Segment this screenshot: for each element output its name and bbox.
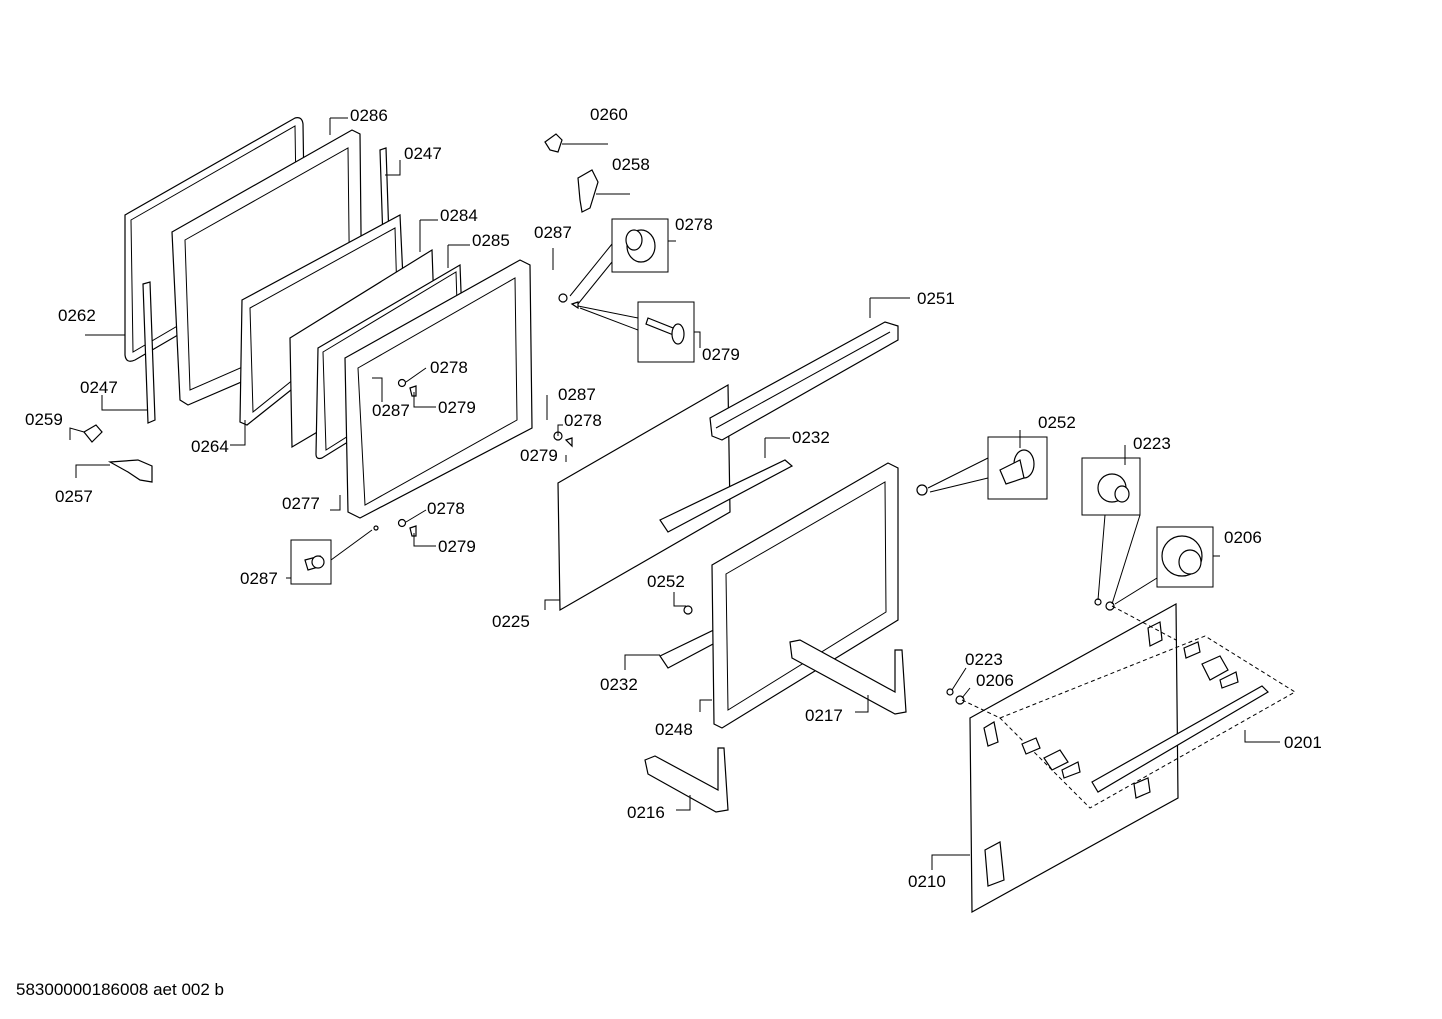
- label-0286: 0286: [350, 106, 388, 125]
- label-0260: 0260: [590, 105, 628, 124]
- label-0287-d: 0287: [558, 385, 596, 404]
- label-0247-top: 0247: [404, 144, 442, 163]
- door-panel-0277: [344, 259, 533, 519]
- bracket-0258: [577, 169, 599, 213]
- label-0257: 0257: [55, 487, 93, 506]
- label-0259: 0259: [25, 410, 63, 429]
- label-0206-knob: 0206: [1224, 528, 1262, 547]
- label-0264: 0264: [191, 437, 229, 456]
- glass-panel-0225: [557, 383, 731, 612]
- seal-strip-0247-left: [142, 281, 156, 424]
- knob-0223-box: [1081, 457, 1141, 516]
- small-fasteners-middle: [553, 293, 579, 448]
- electronics-0201: [999, 635, 1296, 809]
- hinge-part-0259: [83, 424, 103, 443]
- rail-0232-upper: [659, 459, 794, 533]
- hinge-part-0257: [107, 459, 153, 483]
- support-0217: [789, 639, 907, 715]
- label-0262: 0262: [58, 306, 96, 325]
- label-0201: 0201: [1284, 733, 1322, 752]
- roller-0278-box: [611, 218, 669, 273]
- label-0277: 0277: [282, 494, 320, 513]
- screw-0252-small: [683, 605, 693, 615]
- label-0223-small: 0223: [965, 650, 1003, 669]
- support-0216: [644, 747, 729, 813]
- label-0248: 0248: [655, 720, 693, 739]
- rail-0251: [709, 321, 899, 441]
- document-id: 58300000186008 aet 002 b: [16, 980, 224, 999]
- label-0252-small: 0252: [647, 572, 685, 591]
- label-0279-a: 0279: [438, 398, 476, 417]
- label-0252-knob: 0252: [1038, 413, 1076, 432]
- label-0217: 0217: [805, 706, 843, 725]
- label-0216: 0216: [627, 803, 665, 822]
- label-0278-a: 0278: [430, 358, 468, 377]
- label-0287-b: 0287: [240, 569, 278, 588]
- label-0284: 0284: [440, 206, 478, 225]
- label-0278-b: 0278: [427, 499, 465, 518]
- control-panel-0210: [969, 602, 1179, 914]
- knob-0252-box: [987, 436, 1048, 500]
- label-0251: 0251: [917, 289, 955, 308]
- label-0225: 0225: [492, 612, 530, 631]
- knob-0206-box: [1156, 526, 1214, 588]
- label-0285: 0285: [472, 231, 510, 250]
- label-0279-c: 0279: [702, 345, 740, 364]
- label-0210: 0210: [908, 872, 946, 891]
- label-0232-lower: 0232: [600, 675, 638, 694]
- bracket-0260: [544, 133, 563, 153]
- label-0279-b: 0279: [438, 537, 476, 556]
- label-0287-c: 0287: [534, 223, 572, 242]
- pin-0279-box: [637, 301, 695, 363]
- leader-lines: [69, 117, 1280, 870]
- label-0223-knob: 0223: [1133, 434, 1171, 453]
- label-0278-c: 0278: [675, 215, 713, 234]
- screw-0287-box: [290, 539, 332, 585]
- label-0278-d: 0278: [564, 411, 602, 430]
- label-0232-upper: 0232: [792, 428, 830, 447]
- label-0247-left: 0247: [80, 378, 118, 397]
- label-0279-d: 0279: [520, 446, 558, 465]
- label-0287-a: 0287: [372, 401, 410, 420]
- part-labels: 0286 0247 0284 0285 0262 0247 0259 0257 …: [25, 105, 1322, 891]
- label-0258: 0258: [612, 155, 650, 174]
- oven-frame-0248: [711, 462, 899, 729]
- label-0206-small: 0206: [976, 671, 1014, 690]
